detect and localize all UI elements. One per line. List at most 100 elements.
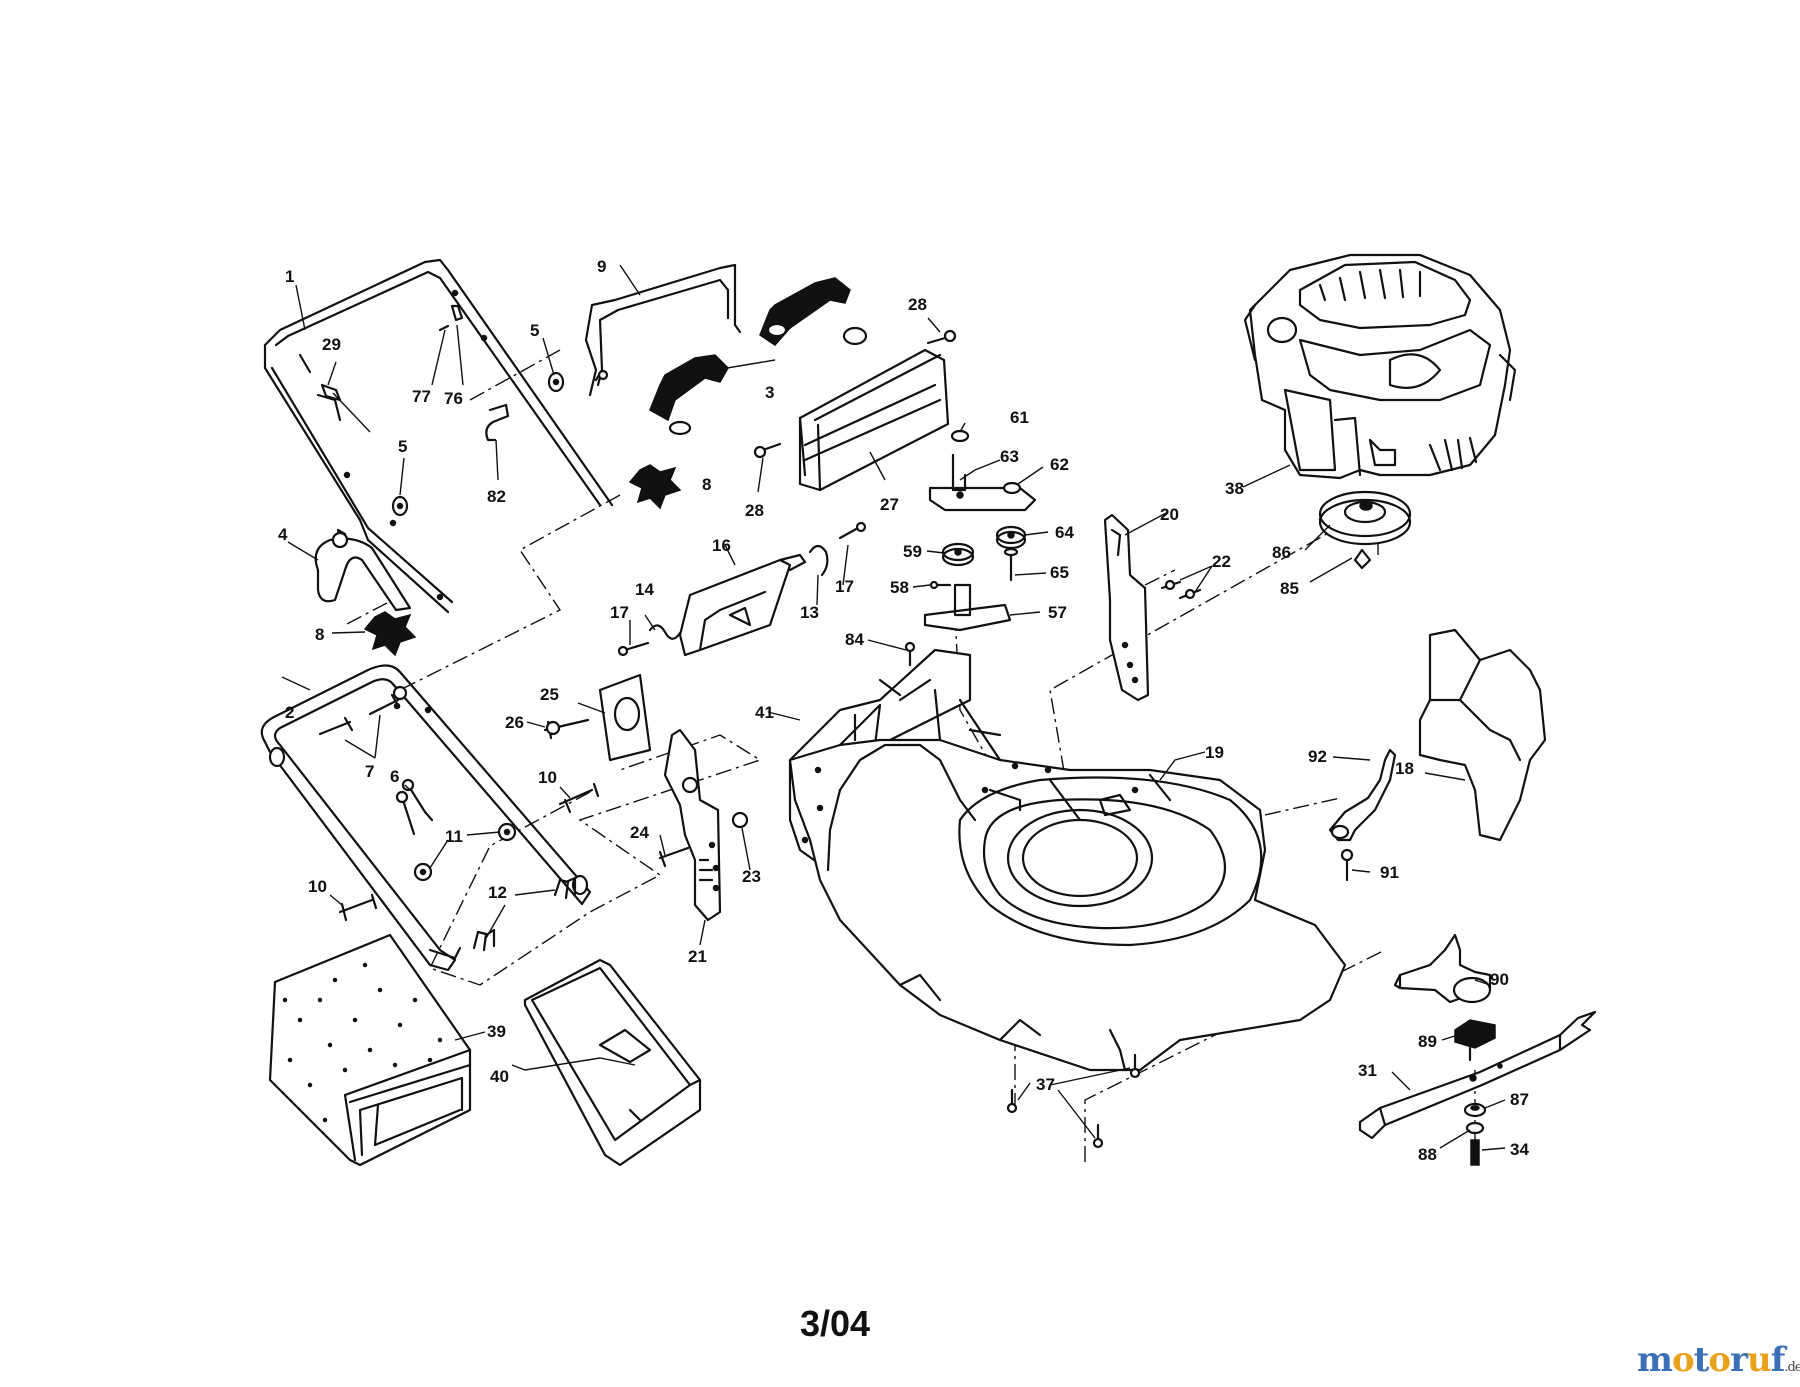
screw-28-lower [753, 442, 782, 459]
assembly-line-lower-handle [429, 734, 762, 986]
hook-82 [485, 403, 510, 442]
callout-29: 29 [322, 335, 341, 354]
height-adjuster-21 [663, 728, 722, 922]
leader-lines [281, 264, 1506, 1151]
callout-7: 7 [365, 762, 374, 781]
watermark-suffix: .de [1784, 1360, 1800, 1375]
callout-19: 19 [1205, 743, 1224, 762]
callout-5-upper: 5 [530, 321, 539, 340]
upper-handle [263, 258, 614, 614]
grass-bag-39 [268, 933, 472, 1167]
callout-37: 37 [1036, 1075, 1055, 1094]
blade-adapter-89 [1454, 1019, 1496, 1062]
callout-17-right: 17 [835, 577, 854, 596]
callout-89: 89 [1418, 1032, 1437, 1051]
callout-1: 1 [285, 267, 294, 286]
callout-3: 3 [765, 383, 774, 402]
bolt-6 [395, 778, 434, 836]
watermark-letter: r [1730, 1340, 1748, 1380]
callout-90: 90 [1490, 970, 1509, 989]
baffle-18 [1418, 628, 1547, 842]
fan-90 [1393, 933, 1492, 1004]
callout-11: 11 [445, 827, 463, 846]
callout-23: 23 [742, 867, 761, 886]
callout-38: 38 [1225, 479, 1244, 498]
bolt-10-left [338, 893, 378, 922]
callout-40: 40 [490, 1067, 509, 1086]
pulley-59 [941, 542, 975, 567]
callout-22: 22 [1212, 552, 1231, 571]
rear-flap-16 [678, 553, 807, 657]
watermark-letter: o [1708, 1340, 1731, 1380]
bolt-26 [543, 718, 590, 740]
callout-57: 57 [1048, 603, 1067, 622]
callout-13: 13 [800, 603, 819, 622]
key-85 [1353, 548, 1372, 570]
bolt-7-right [368, 685, 408, 716]
bag-frame-40 [523, 958, 702, 1167]
watermark-letter: t [1693, 1340, 1710, 1380]
bracket-25 [598, 673, 652, 762]
screw-58 [929, 580, 952, 590]
bolt-37-c [1092, 1123, 1104, 1149]
callout-24: 24 [630, 823, 649, 842]
washer-87 [1463, 1102, 1487, 1118]
callout-58: 58 [890, 578, 909, 597]
grip-foam-3-right [759, 277, 868, 346]
nut-11-left [413, 862, 433, 882]
watermark-letters: motoruf [1637, 1340, 1785, 1380]
deck-cover-41 [788, 648, 972, 872]
callout-27: 27 [880, 495, 899, 514]
callout-41: 41 [755, 703, 774, 722]
callout-85: 85 [1280, 579, 1299, 598]
assembly-line-screws-20 [1144, 569, 1176, 586]
callout-26: 26 [505, 713, 524, 732]
washer-5-lower [391, 495, 409, 517]
screw-17-right [838, 521, 867, 540]
assembly-line-hook [469, 349, 561, 401]
screw-77 [438, 324, 450, 332]
callout-62: 62 [1050, 455, 1069, 474]
callout-87: 87 [1510, 1090, 1529, 1109]
page-code: 3/04 [800, 1303, 871, 1344]
callout-92: 92 [1308, 747, 1327, 766]
bolt-24 [658, 846, 690, 868]
control-bail-4 [314, 528, 412, 612]
height-adjuster-20 [1103, 513, 1150, 702]
engine-38 [1243, 253, 1517, 480]
knob-8-upper [628, 464, 682, 510]
nut-11-right [497, 822, 517, 842]
nut-62 [1002, 481, 1022, 495]
bolt-7-left [318, 716, 354, 736]
assembly-line-engine-deck [1049, 503, 1379, 836]
callout-59: 59 [903, 542, 922, 561]
clip-12-left [472, 928, 496, 952]
screw-22 [1160, 579, 1202, 600]
callout-4: 4 [278, 525, 288, 544]
callout-77: 77 [412, 387, 431, 406]
nut-23 [731, 811, 749, 829]
shield-27 [798, 348, 950, 492]
assembly-line-handle-knob [399, 494, 621, 691]
callout-8-lower: 8 [315, 625, 324, 644]
spring-13 [808, 544, 829, 577]
cable-tie-76 [450, 304, 464, 322]
callout-31: 31 [1358, 1061, 1377, 1080]
callout-17-left: 17 [610, 603, 629, 622]
watermark-letter: m [1637, 1340, 1673, 1380]
callout-14: 14 [635, 580, 654, 599]
callout-18: 18 [1395, 759, 1414, 778]
callout-86: 86 [1272, 543, 1291, 562]
bolt-37-b [1129, 1053, 1141, 1079]
washer-5-upper [547, 371, 565, 393]
pulley-64 [995, 525, 1027, 550]
bolt-37-a [1006, 1088, 1018, 1114]
callout-8-upper: 8 [702, 475, 711, 494]
handle-bar-9 [584, 263, 742, 397]
pulley-86 [1318, 490, 1412, 546]
callout-28-lower: 28 [745, 501, 764, 520]
grip-foam-3-left [649, 354, 729, 436]
assembly-line-deck-blade [1084, 949, 1386, 1162]
callout-64: 64 [1055, 523, 1074, 542]
